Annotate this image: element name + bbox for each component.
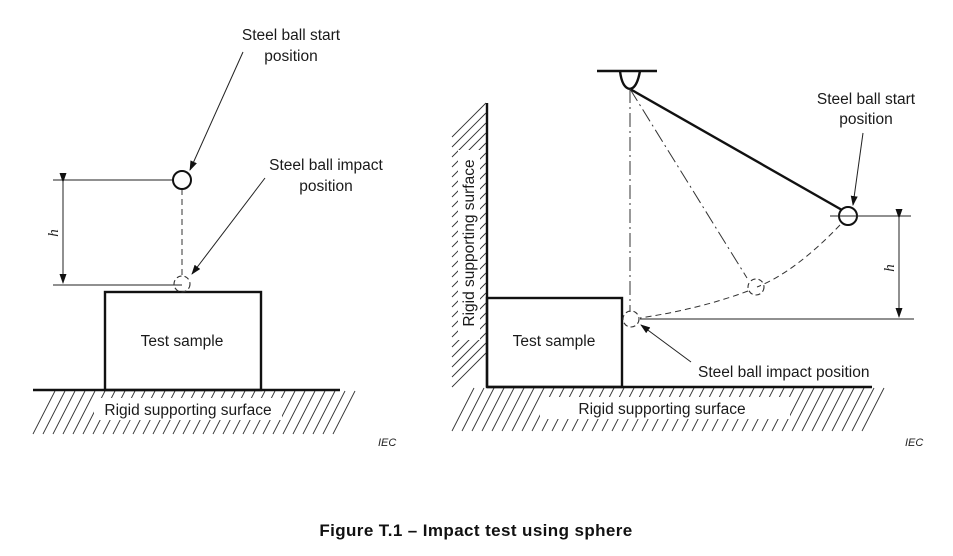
- hatch-stroke: [521, 387, 545, 432]
- hatch-stroke: [511, 387, 535, 432]
- hatch-stroke: [451, 352, 487, 388]
- left-start-label-line2: position: [264, 48, 317, 65]
- hatch-stroke: [791, 387, 815, 432]
- hatch-stroke: [332, 390, 356, 435]
- right-start-leader: [850, 132, 864, 206]
- hatch-stroke: [62, 390, 86, 435]
- left-panel: Rigid supporting surface Test sample h S…: [32, 27, 396, 449]
- pendulum-intermediate-line: [629, 88, 748, 279]
- hatch-stroke: [501, 387, 525, 432]
- left-height-symbol: h: [46, 229, 62, 237]
- right-wall-label: Rigid supporting surface: [461, 159, 478, 326]
- hatch-stroke: [821, 387, 845, 432]
- hatch-stroke: [42, 390, 66, 435]
- hatch-stroke: [471, 387, 495, 432]
- hatch-stroke: [811, 387, 835, 432]
- hatch-stroke: [322, 390, 346, 435]
- right-test-sample-label: Test sample: [513, 333, 596, 350]
- right-start-label-line2: position: [839, 111, 892, 128]
- hatch-stroke: [451, 387, 475, 432]
- right-start-label-line1: Steel ball start: [817, 91, 916, 108]
- left-impact-ball: [173, 275, 191, 293]
- left-impact-label-line2: position: [299, 178, 352, 195]
- right-iec-mark: IEC: [905, 437, 923, 449]
- right-impact-label: Steel ball impact position: [698, 364, 869, 381]
- hatch-stroke: [861, 387, 885, 432]
- right-height-symbol: h: [882, 264, 898, 272]
- left-start-ball: [172, 170, 192, 190]
- figure-caption: Figure T.1 – Impact test using sphere: [319, 521, 632, 540]
- hatch-stroke: [831, 387, 855, 432]
- hatch-stroke: [272, 390, 296, 435]
- hatch-stroke: [32, 390, 56, 435]
- hatch-stroke: [851, 387, 875, 432]
- swing-arc-lower: [639, 290, 749, 319]
- hatch-stroke: [781, 387, 805, 432]
- left-iec-mark: IEC: [378, 437, 396, 449]
- right-floor-label-bg: [540, 397, 790, 419]
- hatch-stroke: [491, 387, 515, 432]
- left-start-leader: [189, 51, 244, 171]
- hatch-stroke: [451, 332, 487, 368]
- right-floor-label: Rigid supporting surface: [578, 401, 745, 418]
- right-impact-leader: [640, 324, 692, 363]
- hatch-stroke: [451, 122, 487, 158]
- pivot-hook: [618, 70, 642, 91]
- hatch-stroke: [52, 390, 76, 435]
- left-floor-label: Rigid supporting surface: [104, 402, 271, 419]
- hatch-stroke: [461, 387, 485, 432]
- hatch-stroke: [302, 390, 326, 435]
- hatch-stroke: [481, 387, 505, 432]
- left-test-sample-label: Test sample: [141, 333, 224, 350]
- hatch-stroke: [72, 390, 96, 435]
- right-impact-ball: [622, 310, 640, 328]
- hatch-stroke: [451, 342, 487, 378]
- hatch-stroke: [292, 390, 316, 435]
- intermediate-ball: [747, 278, 765, 296]
- pendulum-string: [629, 87, 843, 212]
- swing-arc-upper: [756, 224, 841, 288]
- left-start-label-line1: Steel ball start: [242, 27, 341, 44]
- left-impact-label-line1: Steel ball impact: [269, 157, 383, 174]
- right-panel: Rigid supporting surface Rigid supportin…: [451, 69, 923, 449]
- hatch-stroke: [451, 112, 487, 148]
- left-floor-label-bg: [94, 398, 282, 420]
- hatch-stroke: [282, 390, 306, 435]
- left-impact-leader: [191, 177, 266, 275]
- hatch-stroke: [451, 102, 487, 138]
- right-test-sample: [485, 296, 624, 389]
- hatch-stroke: [801, 387, 825, 432]
- right-wall-label-bg: [458, 150, 480, 340]
- hatch-stroke: [841, 387, 865, 432]
- hatch-stroke: [312, 390, 336, 435]
